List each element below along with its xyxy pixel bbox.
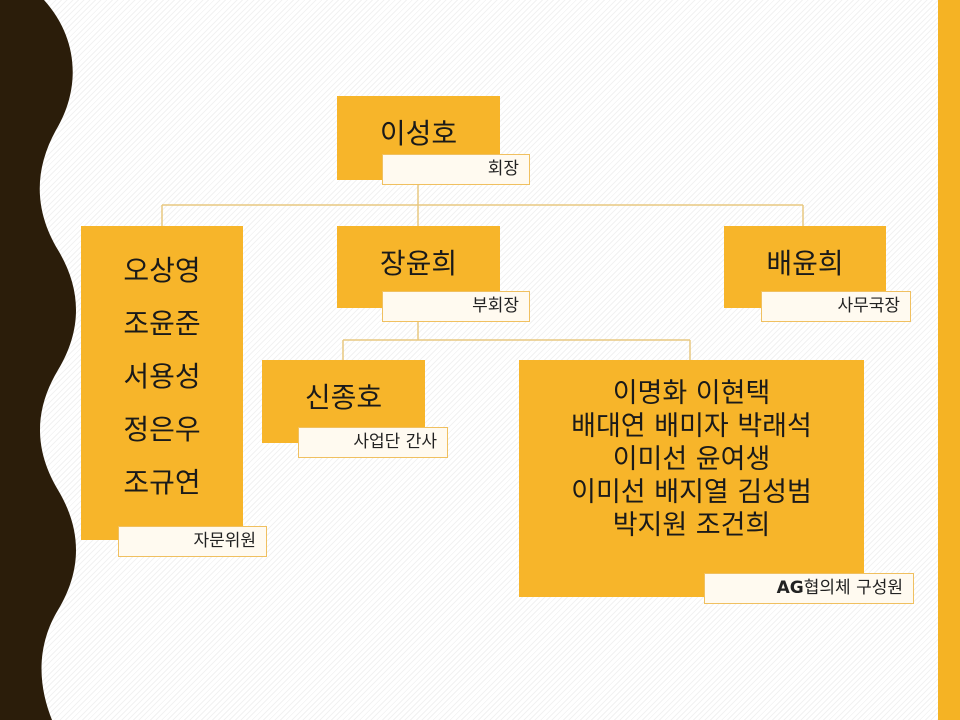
business-manager-role-tag: 사업단 간사	[298, 427, 448, 458]
ag-role-suffix: 협의체 구성원	[803, 578, 903, 598]
advisors-role-tag: 자문위원	[118, 526, 267, 557]
president-role-tag: 회장	[382, 154, 530, 185]
advisor-name: 조규연	[123, 466, 201, 499]
vice-president-name: 장윤희	[379, 247, 458, 280]
advisor-name: 정은우	[123, 413, 201, 446]
advisors-box: 오상영 조윤준 서용성 정은우 조규연	[81, 226, 243, 540]
council-member-line: 이명화 이현택	[612, 378, 771, 409]
right-accent-bar	[938, 0, 960, 720]
secretary-general-role-tag: 사무국장	[761, 291, 911, 322]
advisor-name: 오상영	[123, 254, 201, 287]
decorative-wave-border	[0, 0, 76, 720]
ag-role-prefix: AG	[776, 578, 804, 598]
council-member-line: 이미선 윤여생	[612, 444, 771, 475]
advisor-name: 서용성	[123, 360, 201, 393]
advisor-name: 조윤준	[123, 307, 201, 340]
council-member-line: 배대연 배미자 박래석	[571, 411, 812, 442]
business-manager-name: 신종호	[304, 381, 383, 414]
vice-president-role-tag: 부회장	[382, 291, 530, 322]
ag-council-role-tag: AG협의체 구성원	[704, 573, 914, 604]
council-member-line: 박지원 조건희	[612, 510, 771, 541]
president-name: 이성호	[379, 117, 458, 150]
council-member-line: 이미선 배지열 김성범	[571, 477, 812, 508]
ag-council-box: 이명화 이현택 배대연 배미자 박래석 이미선 윤여생 이미선 배지열 김성범 …	[519, 360, 864, 597]
secretary-general-name: 배윤희	[766, 247, 844, 280]
